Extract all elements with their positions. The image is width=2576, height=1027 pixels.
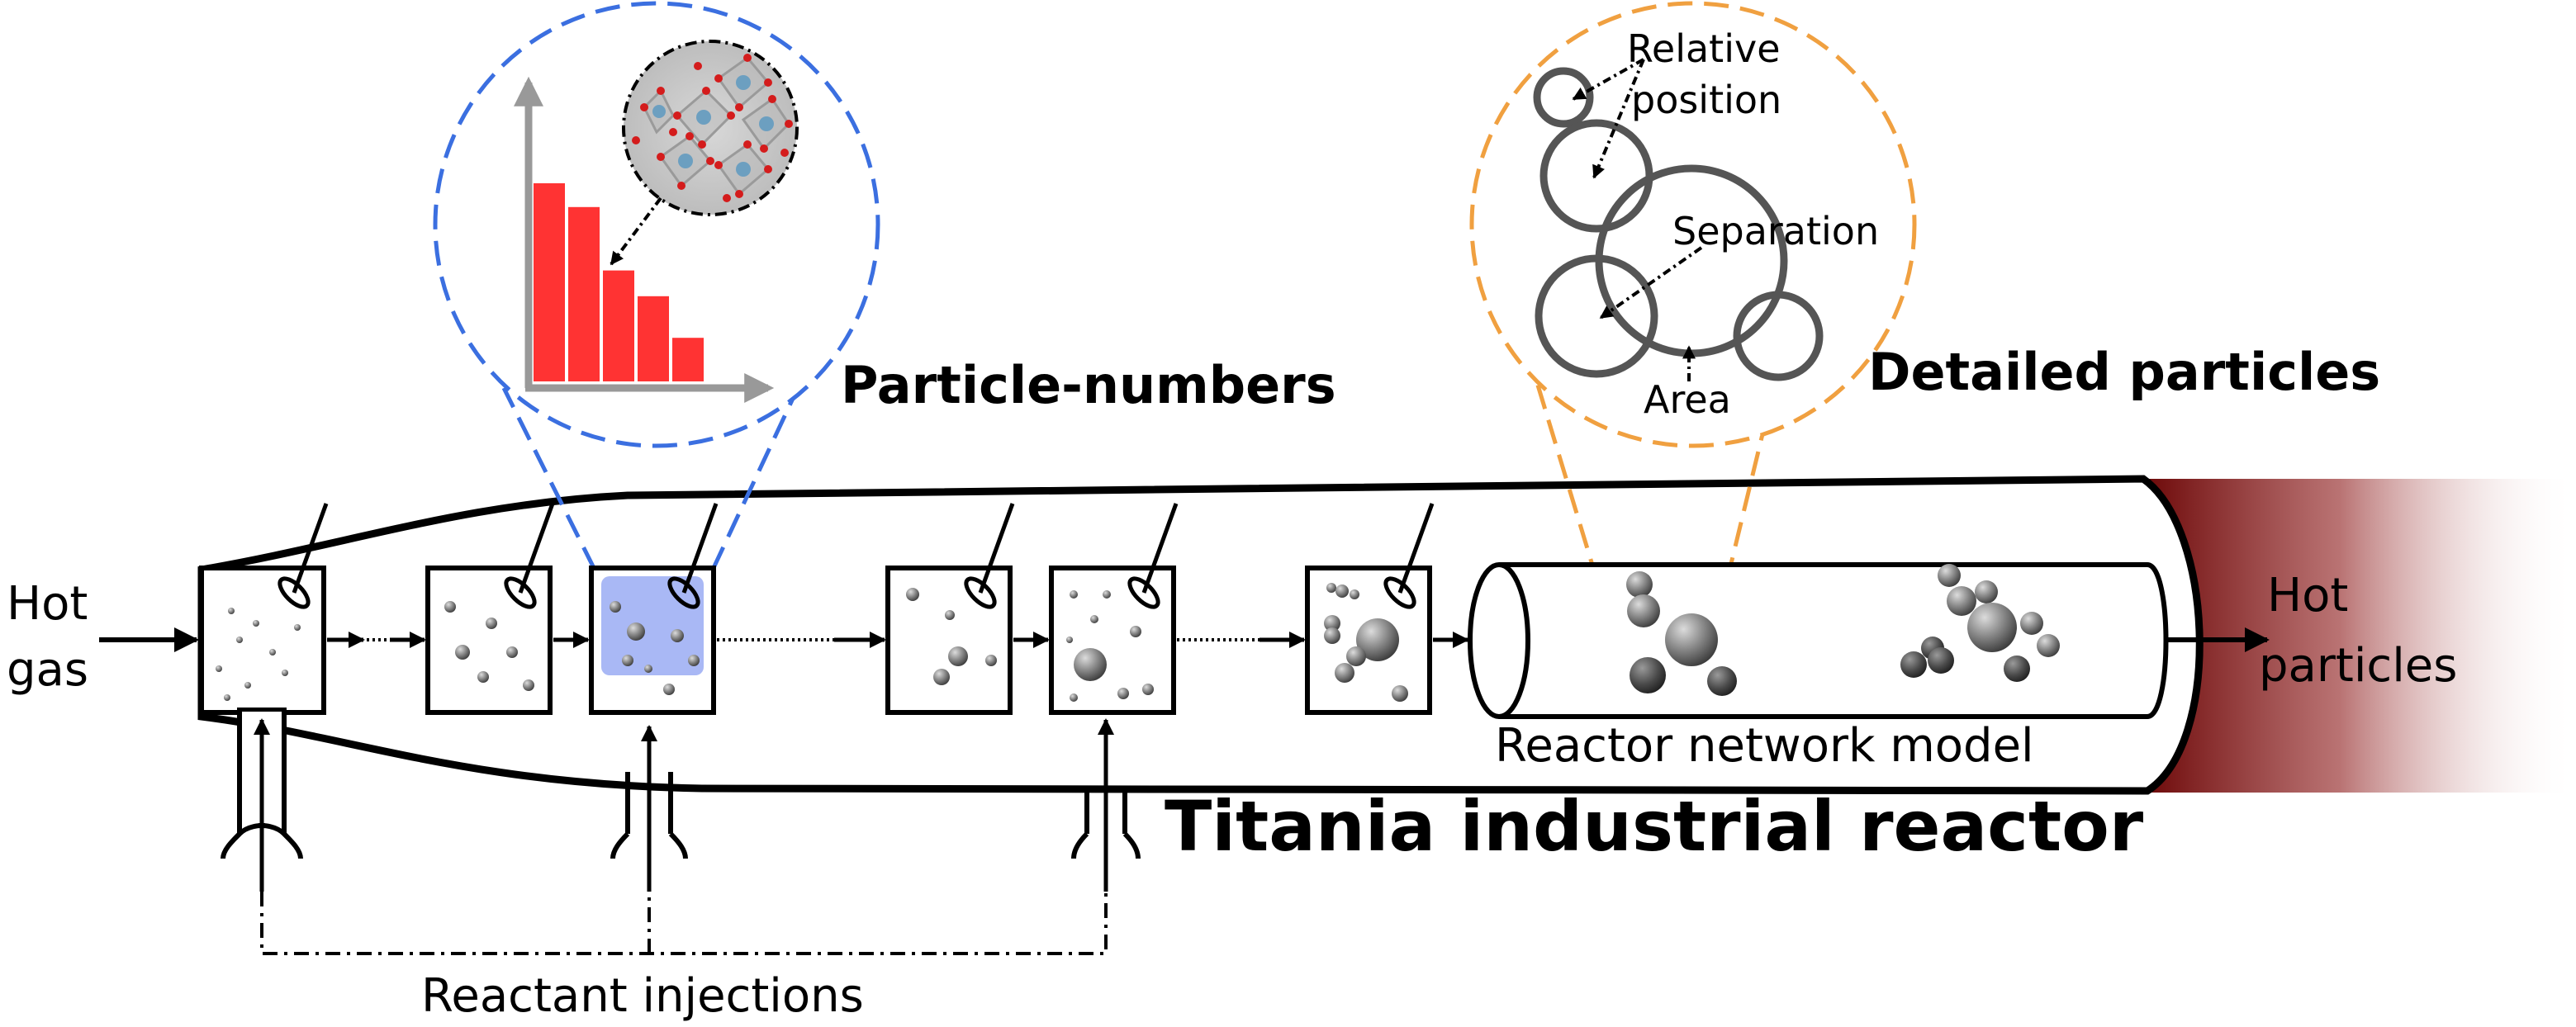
reactant-injection-manifold	[260, 892, 1108, 955]
histogram-bars	[534, 183, 704, 381]
reactor-network-cylinder	[1468, 562, 2169, 719]
reactor-box-1	[199, 566, 326, 715]
particle-numbers-zoom	[433, 1, 880, 448]
hot-gas-label-line1: Hot	[7, 577, 88, 631]
hot-particles-label-line2: particles	[2259, 639, 2457, 693]
crystal-pointer-arrow	[610, 196, 662, 266]
thermocouple-probe-icon	[278, 503, 1435, 609]
reactor-box-3-highlighted	[589, 566, 716, 715]
titania-industrial-reactor-title: Titania industrial reactor	[1165, 786, 2144, 867]
hot-gas-label-line2: gas	[7, 643, 88, 697]
box-particles	[216, 588, 1154, 702]
histogram-bar	[568, 206, 600, 381]
hot-particles-label-line1: Hot	[2267, 569, 2348, 622]
cylinder-aggregate-2	[1900, 564, 2060, 682]
crystal-structure-icon	[622, 40, 799, 216]
detailed-particles-zoom	[1469, 1, 1917, 448]
cylinder-aggregate-1	[1626, 571, 1737, 696]
histogram-bar	[638, 296, 669, 381]
area-label: Area	[1644, 377, 1731, 422]
outlet-hot-region	[2147, 479, 2576, 793]
particle-numbers-label: Particle-numbers	[841, 355, 1336, 415]
reactor-box-4	[885, 566, 1013, 715]
histogram-bar	[672, 338, 704, 381]
histogram-bar	[534, 183, 565, 381]
reactant-injections-label: Reactant injections	[421, 969, 864, 1023]
reactor-box-2	[425, 566, 553, 715]
box-6-aggregates	[1324, 583, 1408, 702]
relative-position-label-line1: Relative	[1627, 26, 1781, 71]
detailed-particles-label: Detailed particles	[1868, 342, 2380, 402]
zoom-line-left-blue	[501, 386, 597, 571]
reactor-network-model-label: Reactor network model	[1495, 719, 2034, 773]
histogram-bar	[603, 270, 634, 381]
relative-position-label-line2: position	[1631, 78, 1781, 122]
separation-label: Separation	[1672, 209, 1879, 253]
